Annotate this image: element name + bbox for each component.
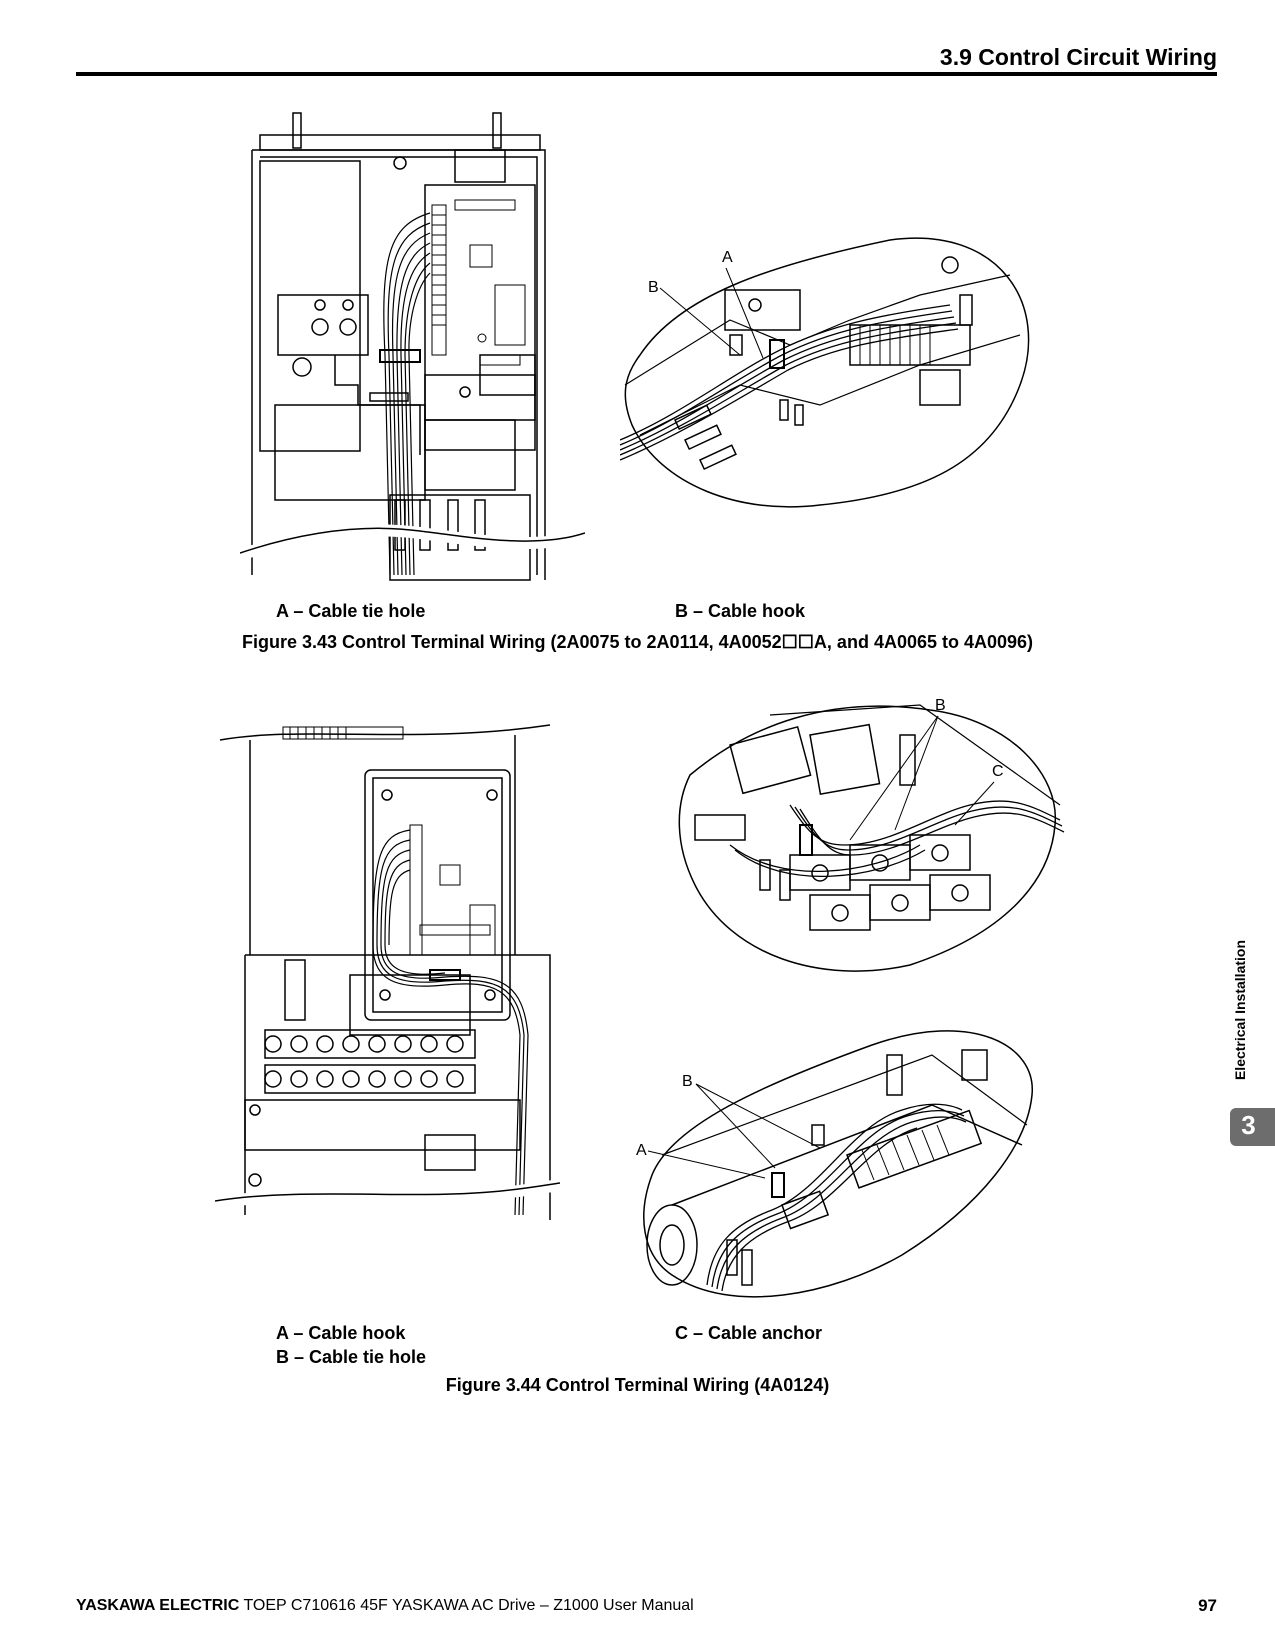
footer-doc: TOEP C710616 45F YASKAWA AC Drive – Z100… (239, 1597, 694, 1614)
fig344-legend-b: B – Cable tie hole (276, 1347, 427, 1367)
callout-c-top: C (992, 763, 1004, 780)
fig344-callouts-bottom: B A (636, 1073, 821, 1179)
fig344-caption: Figure 3.44 Control Terminal Wiring (4A0… (445, 1375, 830, 1395)
section-title: 3.9 Control Circuit Wiring (939, 44, 1217, 70)
fig344-legend-c: C – Cable anchor (675, 1323, 823, 1343)
fig343-legend-b: B – Cable hook (675, 601, 806, 621)
callout-a: A (722, 249, 733, 266)
footer-brand: YASKAWA ELECTRIC (76, 1597, 240, 1614)
fig344-drive-drawing (215, 724, 560, 1220)
chapter-tab: 3 (1230, 1108, 1275, 1146)
side-tab-label: Electrical Installation (1232, 939, 1248, 1081)
callout-b-top: B (935, 697, 946, 714)
page-number: 97 (1198, 1596, 1217, 1615)
fig343-callouts: A B (648, 249, 764, 359)
fig344-detail-top (678, 704, 1065, 972)
fig343-detail-drawing (620, 237, 1030, 508)
callout-b: B (648, 279, 659, 296)
fig343-drive-drawing (240, 112, 585, 581)
fig344-legend-a: A – Cable hook (276, 1323, 406, 1343)
fig344-detail-bottom (643, 1030, 1033, 1298)
header-rule (76, 72, 1217, 76)
chapter-number: 3 (1241, 1110, 1256, 1140)
fig344-callouts-top: B C (849, 697, 1004, 841)
footer: YASKAWA ELECTRIC TOEP C710616 45F YASKAW… (76, 1597, 694, 1615)
fig343-legend-a: A – Cable tie hole (276, 601, 426, 621)
callout-b-bottom: B (682, 1073, 693, 1090)
fig343-caption: Figure 3.43 Control Terminal Wiring (2A0… (241, 632, 1034, 652)
callout-a-bottom: A (636, 1142, 647, 1159)
